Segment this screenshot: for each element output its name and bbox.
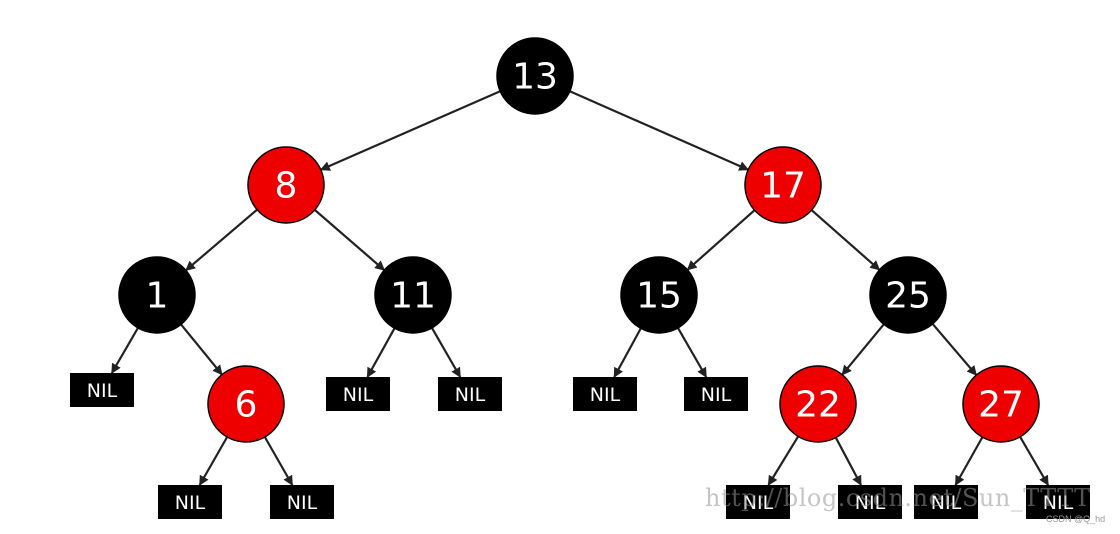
node-key-label: 6 <box>235 385 258 426</box>
tree-node-1: 1 <box>118 256 196 334</box>
edge-n22-nil8 <box>767 435 800 486</box>
tree-node-8: 8 <box>247 146 325 224</box>
node-circle-black <box>118 256 196 334</box>
edge-n13-n8 <box>319 90 501 171</box>
nil-box <box>573 377 637 411</box>
edge-n8-n1 <box>185 208 258 272</box>
nil-label: NIL <box>287 492 318 514</box>
edge-n15-nil7 <box>677 327 708 378</box>
edge-n27-nil11 <box>1019 436 1050 486</box>
nil-leaf: NIL <box>70 373 134 407</box>
node-key-label: 25 <box>885 276 931 317</box>
nil-label: NIL <box>701 384 732 406</box>
nil-box <box>158 485 222 519</box>
edge-n17-n15 <box>686 209 756 271</box>
edge-n6-nil2 <box>198 436 229 486</box>
nil-box <box>838 485 902 519</box>
node-circle-red <box>207 365 285 443</box>
tree-node-11: 11 <box>374 256 452 334</box>
nil-leaf: NIL <box>270 485 334 519</box>
nil-label: NIL <box>743 492 774 514</box>
edge-n27-nil10 <box>954 436 984 486</box>
nil-leaf: NIL <box>838 485 902 519</box>
nil-leaf: NIL <box>326 377 390 411</box>
nil-box <box>326 377 390 411</box>
watermark-small: CSDN @Q_hd <box>1046 514 1106 524</box>
tree-node-15: 15 <box>620 256 698 334</box>
node-circle-black <box>869 256 947 334</box>
nil-leaf: NIL <box>684 377 748 411</box>
nil-label: NIL <box>855 492 886 514</box>
tree-node-6: 6 <box>207 365 285 443</box>
nil-leaf: NIL <box>1026 485 1090 519</box>
nil-box <box>70 373 134 407</box>
node-key-label: 8 <box>275 166 298 207</box>
edge-n6-nil3 <box>263 436 294 486</box>
nil-leaf: NIL <box>726 485 790 519</box>
node-key-label: 27 <box>978 385 1024 426</box>
node-circle-black <box>620 256 698 334</box>
edge-n11-nil5 <box>431 327 462 378</box>
watermark: http://blog.csdn.net/Sun_TTTT <box>705 484 1091 512</box>
nil-box <box>438 377 502 411</box>
tree-node-17: 17 <box>744 146 822 224</box>
nil-leaf: NIL <box>914 485 978 519</box>
nil-box <box>270 485 334 519</box>
nil-box <box>914 485 978 519</box>
nil-label: NIL <box>175 492 206 514</box>
node-circle-black <box>496 37 574 115</box>
node-key-label: 15 <box>636 276 682 317</box>
tree-node-25: 25 <box>869 256 947 334</box>
node-key-label: 11 <box>390 276 436 317</box>
nil-box <box>1026 485 1090 519</box>
edge-n8-n11 <box>314 209 386 271</box>
edges-layer <box>110 90 1050 486</box>
node-circle-red <box>744 146 822 224</box>
node-circle-red <box>962 365 1040 443</box>
node-key-label: 17 <box>760 166 806 207</box>
node-key-label: 13 <box>512 57 558 98</box>
edge-n25-n27 <box>931 323 978 376</box>
edge-n1-nil1 <box>110 327 139 374</box>
nil-label: NIL <box>590 384 621 406</box>
tree-node-27: 27 <box>962 365 1040 443</box>
nil-label: NIL <box>343 384 374 406</box>
nil-leaf: NIL <box>438 377 502 411</box>
nil-leaves-layer: NIL NIL NIL NIL NIL NIL NIL NIL NIL NIL NIL <box>70 373 1090 519</box>
edge-n17-n25 <box>810 209 881 271</box>
nil-box <box>684 377 748 411</box>
node-circle-red <box>779 365 857 443</box>
edge-n1-n6 <box>180 323 223 376</box>
edge-n25-n22 <box>841 323 885 376</box>
nil-leaf: NIL <box>158 485 222 519</box>
node-circle-black <box>374 256 452 334</box>
tree-node-22: 22 <box>779 365 857 443</box>
nil-label: NIL <box>87 380 118 402</box>
nil-label: NIL <box>455 384 486 406</box>
node-key-label: 1 <box>146 276 169 317</box>
nil-leaf: NIL <box>573 377 637 411</box>
edge-n11-nil4 <box>366 327 396 378</box>
edge-n22-nil9 <box>834 437 862 486</box>
node-circle-red <box>247 146 325 224</box>
node-key-label: 22 <box>795 385 841 426</box>
nil-box <box>726 485 790 519</box>
nil-label: NIL <box>931 492 962 514</box>
edge-n15-nil6 <box>613 327 642 378</box>
nil-label: NIL <box>1043 492 1074 514</box>
edge-n13-n17 <box>569 90 750 171</box>
tree-node-13: 13 <box>496 37 574 115</box>
